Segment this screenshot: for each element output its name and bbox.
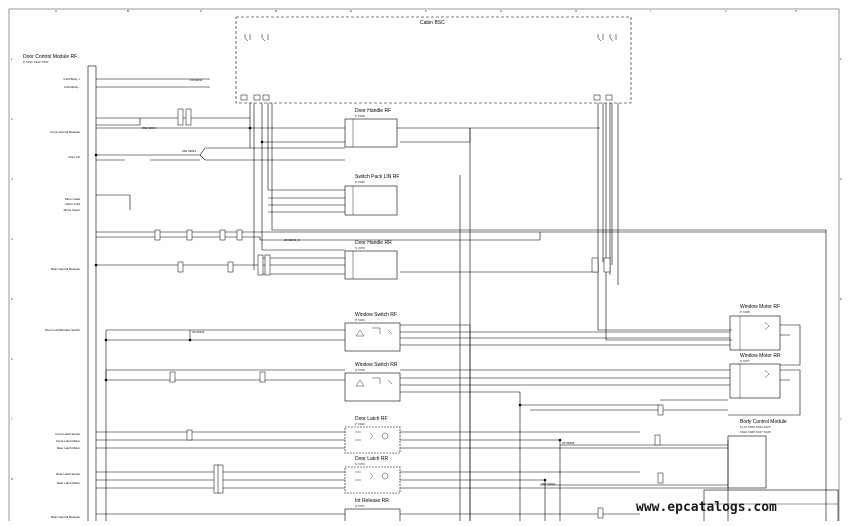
window-motor-rf-title: Window Motor RF [740,304,780,310]
window-switch-rf-subtitle: P X341 [355,318,365,322]
pin-label-rear-latch-sense: Rear Latch Sense [56,472,80,476]
door-handle-rf-title: Door Handle RF [355,108,391,114]
grid-col-f: F [425,9,427,13]
door-latch-rr: Door Latch RR S X372 [344,456,401,494]
switch-pack-subtitle: P X336 [355,180,365,184]
grid-col-j: J [725,9,727,13]
grid-col-g: G [500,9,503,13]
grid-row-5-right: 5 [840,297,842,301]
grid-col-k: K [795,9,797,13]
inline-connectors [154,108,664,519]
grid-col-a: A [55,9,57,13]
door-handle-rf: Door Handle RF P X340 [344,108,398,148]
door-handle-rr-title: Door Handle RR [355,240,392,246]
door-control-module-rf: Door Control Module RF P X331 X332 X333 … [23,54,97,521]
splice-label-5: Z6 SDN3 [192,330,205,334]
sheet-border [8,8,840,526]
window-motor-rr-subtitle: S X377 [740,359,750,363]
door-latch-rf-title: Door Latch RF [355,416,388,422]
grid-row-2: 2 [11,117,13,121]
splice-label-4: Z6 SDN4 [190,78,203,82]
door-handle-rf-subtitle: P X340 [355,114,365,118]
pin-label-mirror-down: Mirror Down [64,208,81,212]
grid-row-1-right: 1 [840,57,842,61]
splice-label-2: Z62 SDN4 [182,149,196,153]
grid-row-3: 3 [11,177,13,181]
grid-row-4: 4 [11,237,13,241]
grid-col-c: C [200,9,203,13]
grid-col-e: E [350,9,352,13]
grid-col-b: B [127,9,129,13]
splice-labels: Z62 SDN4 Z62 SDN4 Z6 SDN3_8 Z6 SDN4 Z6 S… [142,78,575,486]
grid-row-5: 5 [11,297,13,301]
window-switch-rr-subtitle: S X376 [355,368,365,372]
watermark: www.epcatalogs.com [636,500,777,515]
int-release-rr-title: Int Release RR [355,498,389,504]
pin-label-rear-latch-motor: Rear Latch Motor [57,446,80,450]
door-latch-rf: Door Latch RF P X342 [344,416,401,454]
grid-row-3-right: 3 [840,177,842,181]
door-latch-rr-subtitle: S X372 [355,462,365,466]
window-switch-rf: Window Switch RF P X341 [344,312,401,352]
grid-col-d: D [275,9,278,13]
grid-row-7-right: 7 [840,417,842,421]
pin-label-front-internal-release: Front Internal Release [50,130,80,134]
grid-row-8: 8 [11,477,13,481]
splice-label-6: Z6 SDN5 [562,441,575,445]
grid-row-6: 6 [11,357,13,361]
door-latch-rr-title: Door Latch RR [355,456,388,462]
body-control-title: Body Control Module [740,419,787,425]
splice-dots [94,126,562,482]
pin-label-front-latch-motor: Front Latch Motor [56,439,80,443]
body-control-subtitle-2: X024 X025 X027 X028 [740,430,771,434]
window-switch-rf-title: Window Switch RF [355,312,397,318]
body-control-module: Body Control Module M, W X020 X022 X023 … [727,419,787,489]
body-control-subtitle: M, W X020 X022 X023 [740,425,771,429]
grid-column-labels: A B C D E F G H I J K [55,9,797,13]
module-subtitle: P X331 X332 X333 [23,60,49,64]
window-motor-rf-subtitle: P X345 [740,310,750,314]
pin-label-mirror-fold: Mirror Fold [65,202,80,206]
pin-label-rear-internal-release: Rear Internal Release [51,267,81,271]
pin-label-door-lift: Door Lift [69,155,81,159]
int-release-rr-subtitle: S X371 [355,504,365,508]
switch-pack-lin-rf: Switch Pack LIN RF P X336 [344,174,399,216]
pin-label-mirror-heat: Mirror Heat [65,197,80,201]
cabin-bsc-title: Cabin BSC [420,20,445,26]
window-motor-rr-title: Window Motor RR [740,353,781,359]
window-switch-rr: Window Switch RR S X376 [344,362,401,402]
window-switch-rr-title: Window Switch RR [355,362,398,368]
window-motor-rf: Window Motor RF P X345 [729,304,781,351]
splice-label-3: Z6 SDN3_8 [284,238,300,242]
door-handle-rr: Door Handle RR S X370 [344,240,398,280]
window-motor-rr: Window Motor RR S X377 [729,353,781,399]
module-title: Door Control Module RF [23,54,77,60]
splice-label-1: Z62 SDN4 [142,126,156,130]
grid-col-h: H [575,9,577,13]
pin-label-rear-latch-motor-2: Rear Latch Motor [57,481,80,485]
cabin-bsc-block: Cabin BSC [235,16,632,104]
switch-pack-title: Switch Pack LIN RF [355,174,399,180]
pin-label-front-latch-sense: Front Latch Sense [55,432,80,436]
pin-label-rear-internal-release-2: Rear Internal Release [51,515,81,519]
pin-label-can-body-plus: CAN Body + [63,77,80,81]
int-release-rr: Int Release RR S X371 [344,498,401,524]
grid-row-labels: 1 2 3 4 5 6 7 8 1 3 5 7 [11,57,842,481]
pin-label-door-lock-window-switch: Door Lock/Window Switch [45,328,80,332]
pin-label-can-body-minus: CAN Body - [64,85,80,89]
door-handle-rr-subtitle: S X370 [355,246,365,250]
grid-row-7: 7 [11,417,13,421]
wire-harness [96,78,827,521]
splice-label-7: Z62 SDN4 [541,482,555,486]
grid-col-i: I [650,9,651,13]
door-latch-rf-subtitle: P X342 [355,422,365,426]
grid-row-1: 1 [11,57,13,61]
